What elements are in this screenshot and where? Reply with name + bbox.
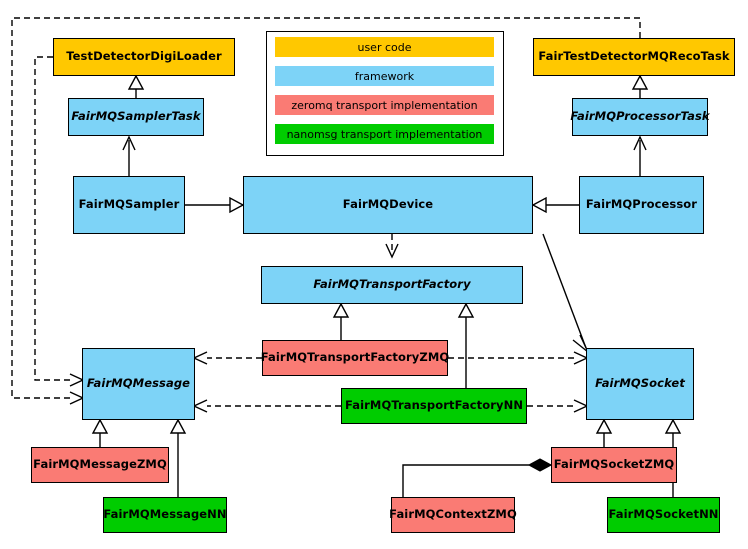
edge-messagenn-to-message	[169, 418, 187, 497]
class-node-fairtestdetectormqrecotask[interactable]: FairTestDetectorMQRecoTask	[533, 38, 735, 76]
class-label: FairMQMessageZMQ	[33, 457, 167, 472]
edge-processor-to-device	[531, 196, 579, 214]
class-label: FairMQMessageNN	[103, 507, 227, 522]
legend-item-framework: framework	[275, 66, 494, 86]
edge-messagezmq-to-message	[91, 418, 109, 447]
class-label: TestDetectorDigiLoader	[66, 49, 222, 64]
class-node-fairmqmessagezmq[interactable]: FairMQMessageZMQ	[31, 447, 169, 483]
legend-label-user-code: user code	[357, 40, 412, 54]
class-node-fairmqprocessor[interactable]: FairMQProcessor	[579, 176, 704, 234]
class-node-fairmqdevice[interactable]: FairMQDevice	[243, 176, 533, 234]
edge-sampler-to-samplertask	[122, 135, 136, 176]
edge-processortask-to-recotask	[631, 74, 649, 98]
edge-device-to-socket	[542, 233, 589, 353]
class-label: FairMQSamplerTask	[71, 109, 201, 124]
edge-tfnn-to-message	[192, 399, 341, 413]
edge-tfnn-to-transportfactory	[457, 302, 475, 388]
class-node-fairmqsocketzmq[interactable]: FairMQSocketZMQ	[551, 447, 677, 483]
legend-item-nanomsg: nanomsg transport implementation	[275, 124, 494, 144]
legend-label-zeromq: zeromq transport implementation	[291, 98, 478, 112]
class-node-fairmqsocketnn[interactable]: FairMQSocketNN	[607, 497, 720, 533]
edge-tfnn-to-socket	[527, 399, 589, 413]
legend-item-user-code: user code	[275, 37, 494, 57]
class-label: FairMQMessage	[86, 376, 191, 391]
edge-sampler-to-device	[185, 196, 245, 214]
edge-device-to-transportfactory	[385, 234, 399, 259]
class-label: FairMQSocketZMQ	[553, 457, 675, 472]
class-node-testdetectordigiloader[interactable]: TestDetectorDigiLoader	[53, 38, 235, 76]
class-node-fairmqmessagenn[interactable]: FairMQMessageNN	[103, 497, 227, 533]
edge-contextzmq-to-socketzmq	[402, 458, 553, 497]
class-node-fairmqprocessortask[interactable]: FairMQProcessorTask	[570, 98, 710, 136]
legend-label-nanomsg: nanomsg transport implementation	[286, 127, 483, 141]
class-label: FairMQSocket	[595, 376, 685, 391]
class-label: FairMQSampler	[78, 197, 180, 212]
edge-tfzmq-to-message	[192, 351, 262, 365]
class-node-fairmqtransportfactoryzmq[interactable]: FairMQTransportFactoryZMQ	[260, 340, 450, 376]
edge-tfzmq-to-socket	[448, 351, 589, 365]
class-label: FairTestDetectorMQRecoTask	[538, 49, 730, 64]
class-label: FairMQDevice	[342, 197, 434, 212]
class-node-fairmqtransportfactorynn[interactable]: FairMQTransportFactoryNN	[341, 388, 527, 424]
class-node-fairmqsampler[interactable]: FairMQSampler	[73, 176, 185, 234]
class-label: FairMQProcessor	[585, 197, 698, 212]
class-node-fairmqcontextzmq[interactable]: FairMQContextZMQ	[389, 497, 517, 533]
class-label: FairMQTransportFactoryZMQ	[260, 350, 450, 365]
edge-samplertask-to-digiloader	[127, 74, 145, 98]
class-label: FairMQTransportFactory	[313, 277, 471, 292]
edge-socketzmq-to-socket	[595, 418, 613, 447]
class-label: FairMQProcessorTask	[570, 109, 710, 124]
legend-label-framework: framework	[354, 69, 415, 83]
legend-item-zeromq: zeromq transport implementation	[275, 95, 494, 115]
class-node-fairmqsocket[interactable]: FairMQSocket	[586, 348, 694, 420]
class-node-fairmqmessage[interactable]: FairMQMessage	[82, 348, 195, 420]
class-label: FairMQTransportFactoryNN	[344, 398, 524, 413]
edge-processor-to-processortask	[633, 135, 647, 176]
edge-tfzmq-to-transportfactory	[332, 302, 350, 340]
class-label: FairMQContextZMQ	[389, 507, 517, 522]
class-label: FairMQSocketNN	[608, 507, 719, 522]
class-node-fairmqtransportfactory[interactable]: FairMQTransportFactory	[261, 266, 523, 304]
class-node-fairmqsamplertask[interactable]: FairMQSamplerTask	[68, 98, 204, 136]
